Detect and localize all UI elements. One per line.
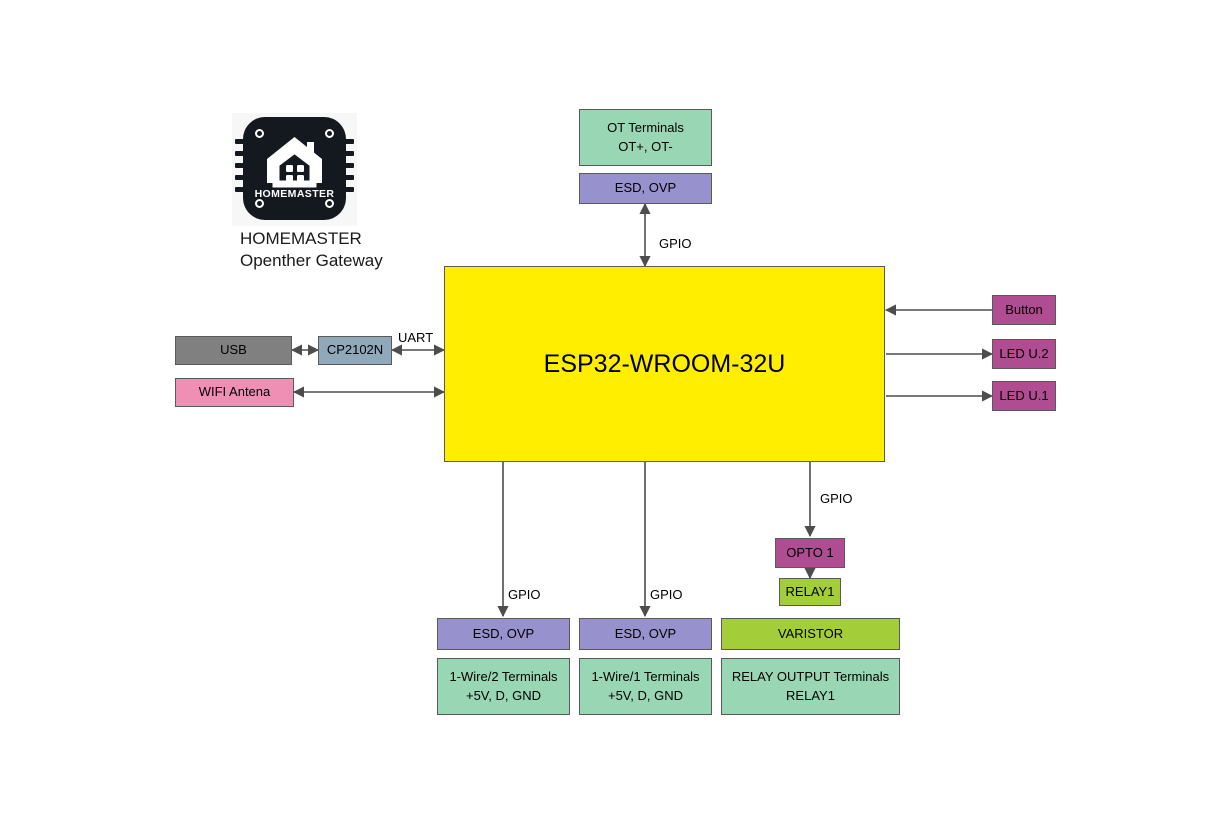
edge-label-relay-gpio: GPIO xyxy=(820,491,853,506)
led-u2-label: LED U.2 xyxy=(999,345,1049,361)
opto1-label: OPTO 1 xyxy=(786,544,834,560)
cp2102n-label: CP2102N xyxy=(326,342,384,358)
block-relay-output-terminals[interactable]: RELAY OUTPUT Terminals RELAY1 xyxy=(721,658,900,715)
house-icon xyxy=(267,137,322,188)
block-button[interactable]: Button xyxy=(992,295,1056,325)
logo-caption-line1: HOMEMASTER xyxy=(240,229,362,248)
block-onewire2-esd-ovp[interactable]: ESD, OVP xyxy=(437,618,570,650)
block-onewire1-esd-ovp[interactable]: ESD, OVP xyxy=(579,618,712,650)
onewire1-esd-label: ESD, OVP xyxy=(614,625,677,641)
relay-out-terminals-line2: RELAY1 xyxy=(786,687,835,703)
onewire2-terminals-line2: +5V, D, GND xyxy=(465,687,542,703)
block-ot-terminals[interactable]: OT Terminals OT+, OT- xyxy=(579,109,712,166)
led-u1-label: LED U.1 xyxy=(999,387,1049,403)
block-opto1[interactable]: OPTO 1 xyxy=(775,538,845,568)
edge-label-uart: UART xyxy=(398,330,434,345)
relay1-label: RELAY1 xyxy=(785,583,835,599)
logo-caption-line2: Openther Gateway xyxy=(240,251,383,271)
block-esp32-mcu[interactable]: ESP32-WROOM-32U xyxy=(444,266,885,462)
onewire1-terminals-line1: 1-Wire/1 Terminals xyxy=(591,668,700,684)
block-cp2102n[interactable]: CP2102N xyxy=(318,336,392,365)
edge-label-ot-gpio: GPIO xyxy=(659,236,692,251)
logo-caption: HOMEMASTER Openther Gateway xyxy=(240,228,500,272)
block-usb[interactable]: USB xyxy=(175,336,292,365)
block-ot-esd-ovp[interactable]: ESD, OVP xyxy=(579,173,712,204)
varistor-label: VARISTOR xyxy=(777,625,844,641)
block-varistor[interactable]: VARISTOR xyxy=(721,618,900,650)
usb-label: USB xyxy=(220,342,247,358)
edge-label-onewire1-gpio: GPIO xyxy=(650,587,683,602)
wifi-antena-label: WIFI Antena xyxy=(198,384,271,400)
block-onewire2-terminals[interactable]: 1-Wire/2 Terminals +5V, D, GND xyxy=(437,658,570,715)
ot-terminals-line2: OT+, OT- xyxy=(618,138,673,154)
block-wifi-antena[interactable]: WIFI Antena xyxy=(175,378,294,407)
block-relay1[interactable]: RELAY1 xyxy=(779,578,841,606)
onewire2-terminals-line1: 1-Wire/2 Terminals xyxy=(449,668,558,684)
onewire2-esd-label: ESD, OVP xyxy=(472,625,535,641)
block-led-u2[interactable]: LED U.2 xyxy=(992,339,1056,369)
button-label: Button xyxy=(1005,301,1043,317)
mcu-label: ESP32-WROOM-32U xyxy=(543,349,786,378)
ot-esd-label: ESD, OVP xyxy=(614,180,677,196)
ot-terminals-line1: OT Terminals xyxy=(607,119,684,135)
chip-body: HOMEMASTER xyxy=(243,117,346,220)
edge-label-onewire2-gpio: GPIO xyxy=(508,587,541,602)
onewire1-terminals-line2: +5V, D, GND xyxy=(607,687,684,703)
block-led-u1[interactable]: LED U.1 xyxy=(992,381,1056,411)
relay-out-terminals-line1: RELAY OUTPUT Terminals xyxy=(731,668,890,684)
block-onewire1-terminals[interactable]: 1-Wire/1 Terminals +5V, D, GND xyxy=(579,658,712,715)
homemaster-logo: HOMEMASTER xyxy=(232,113,357,226)
logo-badge-text: HOMEMASTER xyxy=(254,188,335,200)
